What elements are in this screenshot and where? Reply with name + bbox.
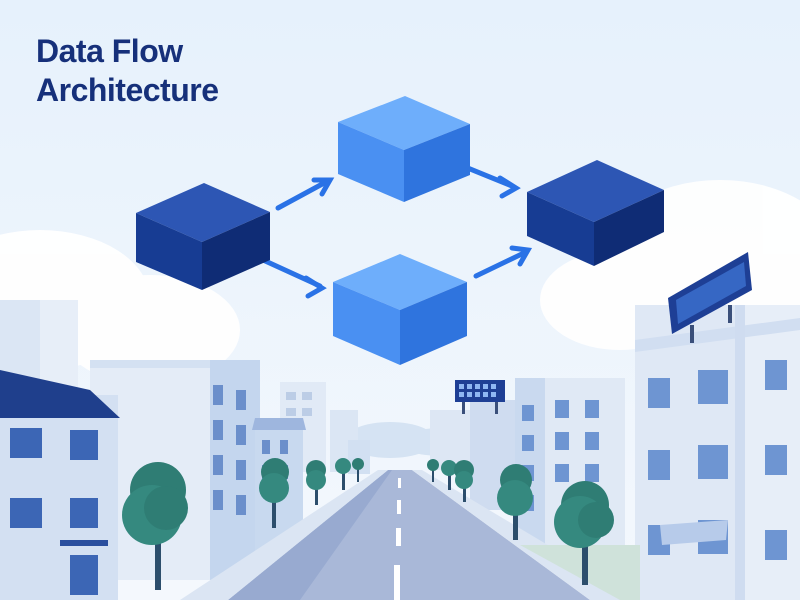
billboard-icon: [455, 380, 505, 414]
billboard-icon: [668, 252, 752, 343]
left-buildings: [0, 300, 370, 600]
tree-icon: [427, 459, 439, 482]
cube-icon: [136, 183, 270, 290]
tree-icon: [122, 462, 188, 590]
title-line-1: Data Flow: [36, 33, 183, 69]
building-icon: [430, 410, 470, 470]
cube-icon: [338, 96, 470, 202]
tree-icon: [454, 460, 474, 502]
building-icon: [0, 395, 118, 600]
arrow-icon: [473, 245, 533, 279]
trees: [122, 458, 614, 590]
tree-icon: [554, 481, 614, 585]
page-title: Data Flow Architecture: [36, 32, 219, 110]
tree-icon: [441, 460, 457, 490]
cube-icon: [333, 254, 467, 365]
arrow-icon: [275, 177, 335, 211]
tree-icon: [497, 464, 533, 540]
title-line-2: Architecture: [36, 72, 219, 108]
tree-icon: [259, 458, 289, 528]
tree-icon: [335, 458, 351, 490]
flow-arrows: [247, 157, 533, 299]
road: [180, 470, 640, 600]
cube-icon: [527, 160, 664, 266]
right-buildings: [430, 305, 800, 600]
tree-icon: [306, 460, 326, 505]
tree-icon: [352, 458, 364, 482]
